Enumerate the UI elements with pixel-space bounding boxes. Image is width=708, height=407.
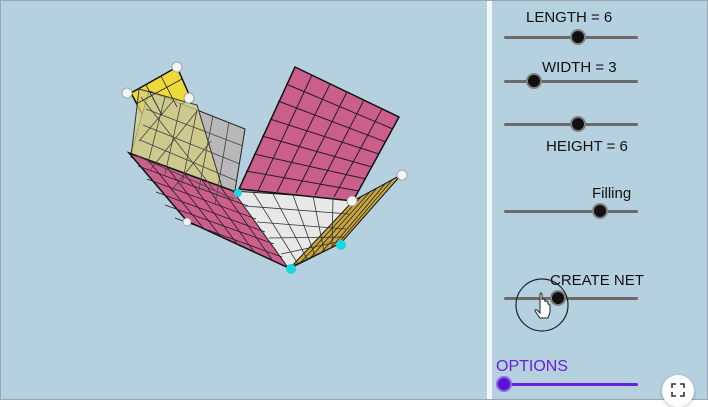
width-slider-knob[interactable] (527, 75, 540, 87)
control-point-cyan[interactable] (286, 264, 296, 274)
create-net-label: CREATE NET (550, 272, 644, 289)
control-point-white[interactable] (171, 61, 183, 73)
control-point-white[interactable] (396, 169, 408, 181)
control-point-white[interactable] (121, 87, 133, 99)
fullscreen-icon (671, 383, 685, 397)
filling-slider-knob[interactable] (594, 205, 607, 217)
3d-net-graphics[interactable] (1, 1, 487, 399)
length-slider-knob[interactable] (572, 31, 585, 43)
width-slider-track[interactable] (504, 80, 638, 83)
height-slider-track[interactable] (504, 123, 638, 126)
control-point-cyan[interactable] (336, 240, 346, 250)
options-slider-knob[interactable] (498, 378, 510, 390)
back-grid (136, 96, 244, 206)
yellow-right-grid (300, 178, 394, 263)
width-label: WIDTH = 3 (542, 59, 617, 76)
filling-label: Filling (592, 185, 632, 202)
yellow-top-grid (135, 75, 183, 116)
create-net-slider-knob[interactable] (551, 292, 564, 304)
white-control-points[interactable] (121, 61, 408, 227)
cyan-control-points[interactable] (234, 189, 346, 274)
options-slider-track[interactable] (504, 383, 638, 386)
pink-right-grid (245, 74, 394, 198)
filling-slider-track[interactable] (504, 210, 638, 213)
options-label: OPTIONS (496, 358, 569, 375)
panel-divider (487, 1, 492, 399)
control-point-white[interactable] (182, 217, 192, 227)
base-grid (244, 191, 350, 265)
controls-panel: LENGTH = 6 WIDTH = 3 HEIGHT = 6 Filling … (492, 1, 707, 399)
fullscreen-button[interactable] (662, 375, 694, 407)
hand-cursor-icon (515, 278, 569, 332)
length-label: LENGTH = 6 (526, 9, 613, 26)
pink-left-grid (137, 159, 283, 262)
create-net-slider-track[interactable] (504, 297, 638, 300)
height-label: HEIGHT = 6 (546, 138, 628, 155)
control-point-white[interactable] (183, 92, 195, 104)
length-slider-track[interactable] (504, 36, 638, 39)
control-point-white[interactable] (346, 195, 358, 207)
height-slider-knob[interactable] (572, 118, 585, 130)
control-point-cyan[interactable] (234, 189, 242, 197)
